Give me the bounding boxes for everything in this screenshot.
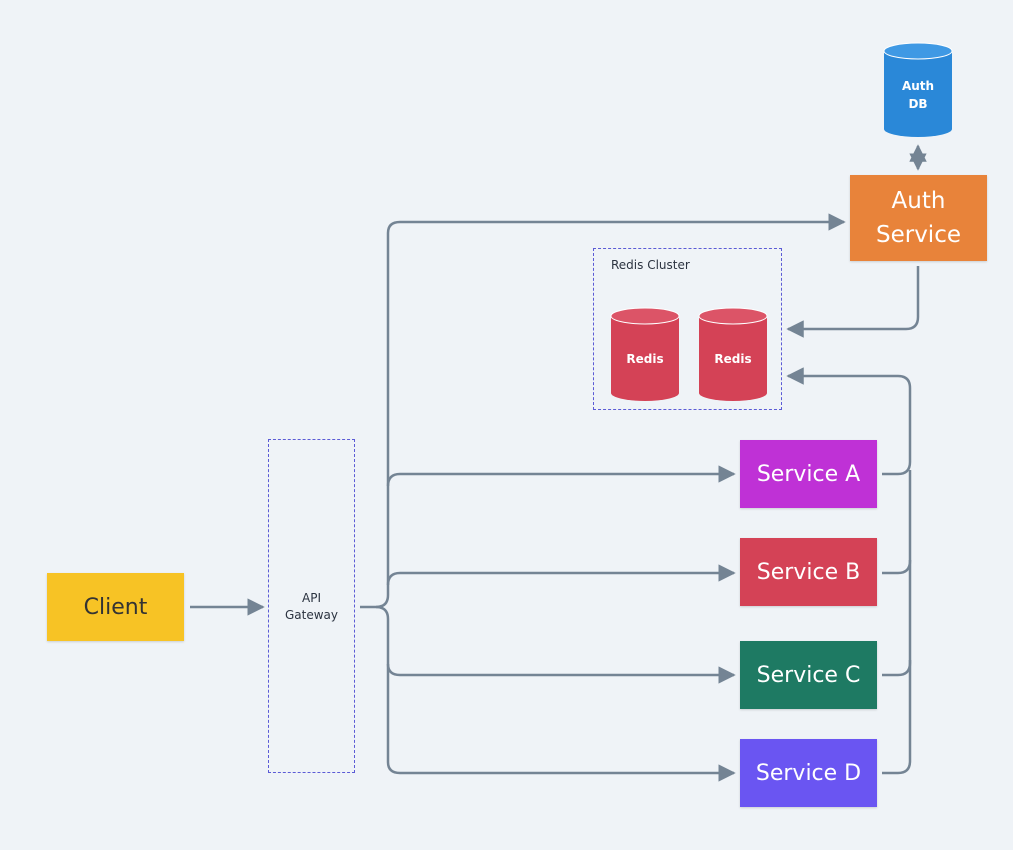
service-b-node[interactable]: Service B xyxy=(740,538,877,606)
service-a-label: Service A xyxy=(756,461,861,487)
redis-cylinder-1 xyxy=(610,307,680,401)
service-b-label: Service B xyxy=(756,559,861,585)
api-gateway-group[interactable] xyxy=(268,439,355,773)
auth-db-label-line1: Auth xyxy=(901,79,935,93)
auth-db-label-line2: DB xyxy=(908,97,928,111)
service-d-label: Service D xyxy=(755,760,862,786)
service-c-label: Service C xyxy=(756,662,861,688)
edge-service-c-redis xyxy=(882,560,912,677)
auth-service-node[interactable]: Auth Service xyxy=(850,175,987,261)
edge-services-redis xyxy=(786,367,912,476)
auth-service-label-line1: Auth xyxy=(891,188,946,214)
redis-cluster-group[interactable] xyxy=(593,248,782,410)
auth-db-label: Auth DB xyxy=(884,77,952,113)
service-a-node[interactable]: Service A xyxy=(740,440,877,508)
edge-gateway-service-a xyxy=(386,465,736,487)
edge-gateway-service-b xyxy=(386,564,736,586)
redis-cluster-label: Redis Cluster xyxy=(611,258,690,272)
auth-service-label-line2: Service xyxy=(875,222,961,248)
redis-2-label: Redis xyxy=(714,352,752,366)
service-d-node[interactable]: Service D xyxy=(740,739,877,807)
auth-db-cylinder xyxy=(883,42,953,137)
client-node[interactable]: Client xyxy=(47,573,184,641)
api-gateway-label-line1: API xyxy=(302,591,321,605)
edge-gateway-service-d xyxy=(386,664,736,782)
api-gateway-label: API Gateway xyxy=(268,590,355,624)
redis-1-label: Redis xyxy=(626,352,664,366)
edge-service-d-redis xyxy=(882,660,912,775)
edge-auth-redis xyxy=(786,266,920,338)
edge-gateway-service-c xyxy=(375,605,736,684)
client-label: Client xyxy=(83,594,148,620)
service-c-node[interactable]: Service C xyxy=(740,641,877,709)
edge-service-b-redis xyxy=(882,470,912,575)
redis-cylinder-2 xyxy=(698,307,768,401)
api-gateway-label-line2: Gateway xyxy=(284,608,338,622)
